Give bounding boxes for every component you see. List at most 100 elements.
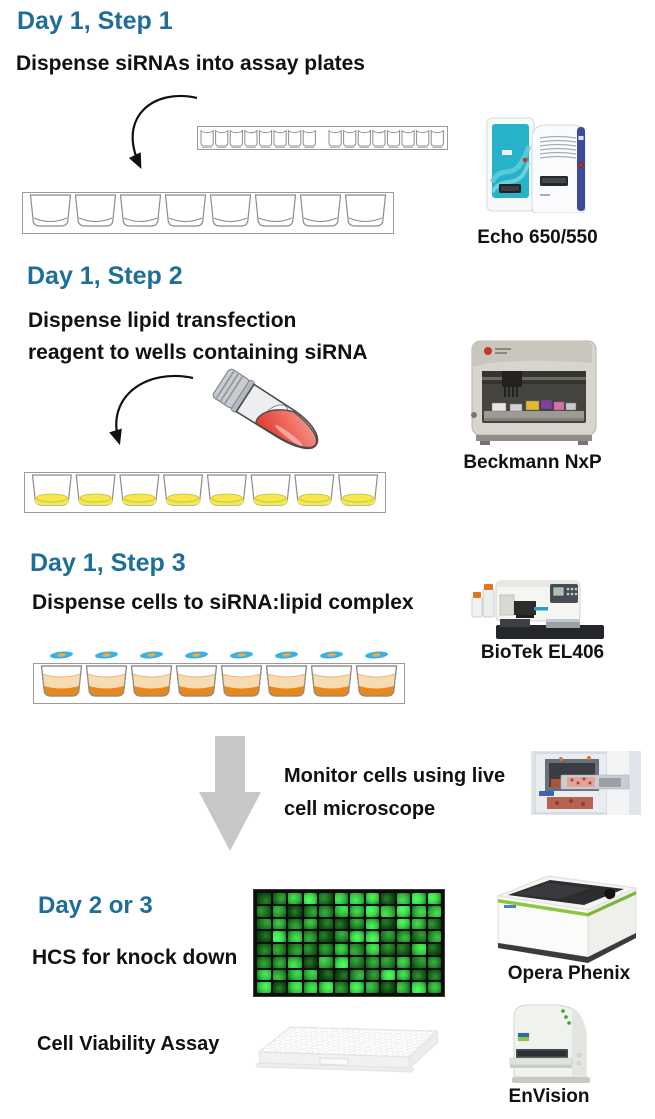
viability-well: [353, 1047, 361, 1051]
viability-well: [370, 1052, 378, 1056]
biotek-el406-image: [471, 580, 604, 639]
hcs-well: [427, 944, 441, 955]
hcs-well: [381, 893, 395, 904]
viability-well: [315, 1032, 323, 1036]
viability-well: [352, 1029, 360, 1033]
viability-well: [289, 1045, 297, 1049]
hcs-well: [365, 893, 379, 904]
hcs-well: [396, 956, 410, 968]
step1-source-plate: [197, 126, 448, 150]
viability-well: [415, 1031, 423, 1035]
hcs-well: [427, 969, 441, 981]
viability-well: [402, 1053, 410, 1057]
source-well: [386, 130, 401, 147]
viability-well: [284, 1040, 292, 1044]
viability-well: [400, 1035, 408, 1039]
source-well: [215, 130, 229, 147]
viability-well: [294, 1032, 302, 1036]
hcs-well: [272, 931, 286, 942]
hcs-well: [303, 918, 317, 930]
assay-well: [164, 194, 207, 227]
step3-heading: Day 1, Step 3: [30, 549, 186, 577]
viability-well: [391, 1052, 399, 1056]
hcs-well: [381, 956, 395, 968]
source-well: [328, 130, 342, 147]
lipid-reagent-tube: [212, 368, 319, 450]
viability-well: [274, 1048, 282, 1052]
viability-well: [327, 1050, 335, 1054]
hcs-well: [396, 893, 410, 904]
hcs-well: [257, 944, 271, 955]
media-liquid-dense: [179, 686, 214, 696]
viability-well: [331, 1037, 339, 1041]
hcs-well: [288, 969, 302, 981]
media-liquid-dense: [314, 686, 349, 696]
hcs-well: [272, 918, 286, 930]
media-liquid-dense: [89, 686, 124, 696]
viability-well: [310, 1036, 318, 1041]
hcs-well: [396, 918, 410, 930]
viability-well: [326, 1033, 334, 1037]
assay-well: [209, 194, 252, 227]
hcs-well: [257, 956, 271, 968]
viability-well: [383, 1030, 391, 1034]
viability-well: [364, 1047, 372, 1051]
assay-well: [29, 194, 72, 227]
hcs-well: [319, 918, 333, 930]
step2-description-line1: Dispense lipid transfection: [28, 309, 297, 332]
hcs-well: [319, 893, 333, 904]
viability-well: [384, 1039, 392, 1043]
step1-description: Dispense siRNAs into assay plates: [16, 52, 365, 75]
hcs-well: [334, 918, 348, 930]
hcs-well: [412, 969, 426, 981]
viability-well: [279, 1044, 287, 1048]
viability-well: [411, 1044, 419, 1048]
hcs-well: [412, 956, 426, 968]
viability-well: [362, 1029, 370, 1033]
hcs-equipment-label: Opera Phenix: [507, 963, 631, 984]
hcs-well: [272, 969, 286, 981]
source-well: [229, 130, 243, 147]
viability-well: [338, 1051, 346, 1055]
viability-well: [374, 1038, 382, 1042]
viability-well: [375, 1047, 383, 1051]
hcs-well: [381, 944, 395, 955]
viability-well: [273, 1040, 281, 1044]
viability-well: [347, 1033, 355, 1037]
viability-well: [300, 1036, 308, 1040]
source-well: [258, 130, 273, 147]
hcs-well: [319, 969, 333, 981]
hcs-well: [365, 969, 379, 981]
plate-flange: [255, 1062, 415, 1073]
viability-well: [310, 1028, 318, 1032]
hcs-well: [365, 931, 379, 942]
viability-well: [349, 1051, 356, 1055]
hcs-well: [288, 956, 302, 968]
viability-well: [316, 1050, 324, 1054]
hcs-well: [272, 944, 286, 955]
hcs-well: [350, 905, 364, 917]
viability-well: [311, 1045, 319, 1049]
opera-phenix-image: [496, 875, 638, 963]
viability-well: [389, 1034, 397, 1038]
viability-well: [348, 1042, 356, 1046]
viability-well: [425, 1031, 433, 1035]
viability-well: [336, 1033, 344, 1037]
hcs-well: [350, 893, 364, 904]
hcs-well: [365, 918, 379, 930]
hcs-well: [396, 969, 410, 981]
viability-well: [343, 1046, 351, 1050]
source-well: [372, 130, 386, 147]
monitor-text-line2: cell microscope: [284, 798, 436, 820]
viability-well: [295, 1049, 303, 1053]
hcs-well: [319, 956, 333, 968]
step3-description: Dispense cells to siRNA:lipid complex: [32, 591, 414, 614]
viability-equipment-label: EnVision: [508, 1086, 590, 1107]
viability-well: [358, 1042, 366, 1046]
hcs-well: [350, 956, 364, 968]
hcs-well: [272, 893, 286, 904]
hcs-well: [288, 893, 302, 904]
hcs-well: [303, 944, 317, 955]
assay-well: [119, 194, 162, 227]
